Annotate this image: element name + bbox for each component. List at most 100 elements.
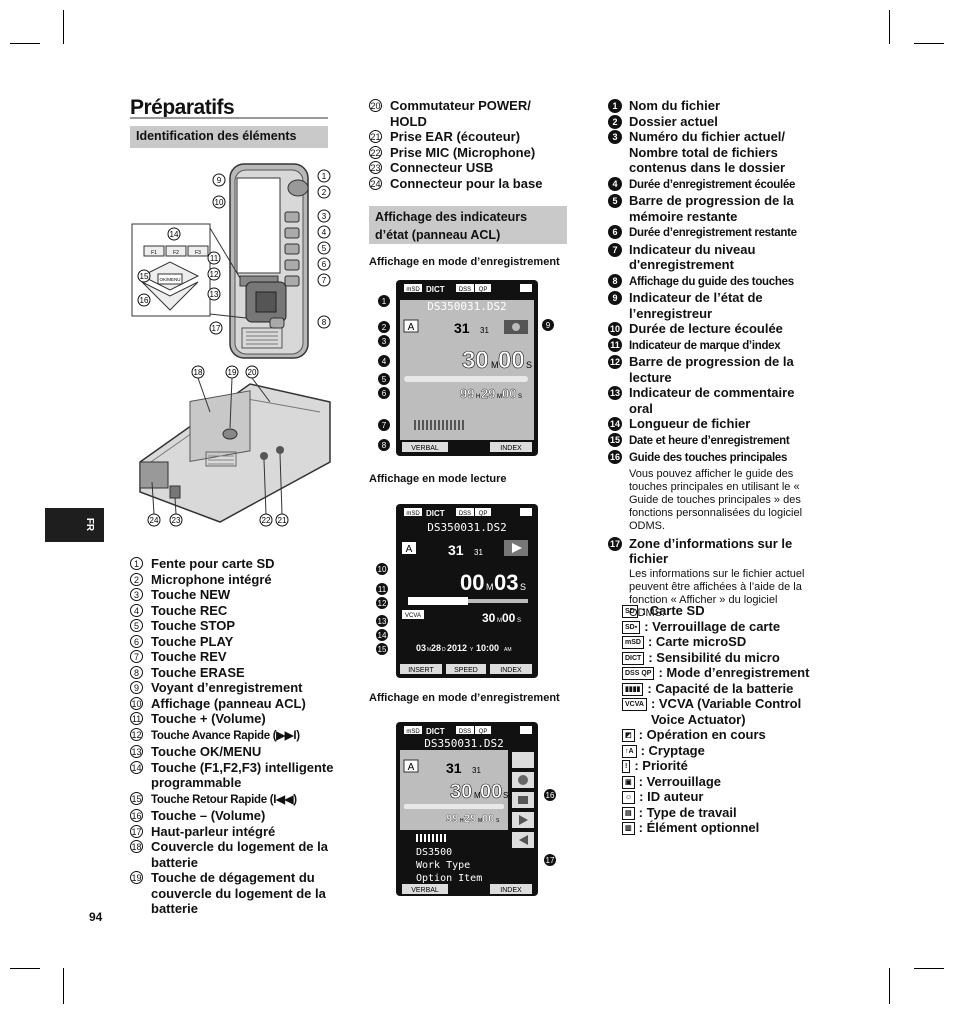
option-item-icon: ▥: [622, 822, 635, 835]
svg-text:DICT: DICT: [426, 509, 445, 518]
erase-button: [269, 317, 285, 329]
svg-text:00: 00: [480, 781, 502, 803]
svg-text:10: 10: [215, 198, 224, 207]
recording-mode-icon: DSS QP: [622, 667, 655, 680]
svg-text:6: 6: [322, 260, 327, 269]
svg-text:INSERT: INSERT: [408, 667, 434, 674]
language-tab: FR: [45, 508, 104, 542]
key-f3: F3: [195, 250, 201, 256]
crop-mark: [889, 968, 890, 1004]
svg-text:M: M: [478, 818, 482, 824]
work-type-icon: ▤: [622, 806, 635, 820]
svg-text:5: 5: [382, 375, 387, 384]
svg-text:1: 1: [322, 172, 327, 181]
svg-text:mSD: mSD: [406, 511, 420, 517]
svg-text:DSS: DSS: [459, 287, 471, 293]
lock-icon: ▣: [622, 775, 635, 789]
lcd-play-mode: mSD DICT DSS QP DS350031.DS2 A 31 31 00 …: [376, 504, 538, 678]
svg-text:30: 30: [482, 611, 496, 625]
svg-text:2012: 2012: [447, 643, 467, 653]
microsd-card-icon: mSD: [622, 636, 644, 649]
svg-text:INDEX: INDEX: [500, 887, 522, 894]
svg-text:INDEX: INDEX: [500, 445, 522, 452]
svg-text:29: 29: [481, 386, 495, 401]
svg-text:M: M: [427, 647, 431, 653]
priority-icon: !: [622, 760, 631, 773]
svg-text:19: 19: [228, 368, 237, 377]
crop-mark: [10, 43, 40, 44]
list-item: ▥: Élément optionnel: [622, 820, 812, 836]
svg-text:29: 29: [464, 813, 476, 825]
page-title: Préparatifs: [130, 96, 235, 119]
list-item: SD▪: Verrouillage de carte: [622, 619, 812, 635]
lcd-caption-record-2: Affichage en mode d’enregistrement: [369, 692, 560, 704]
svg-text:00: 00: [502, 611, 516, 625]
list-item: ☺: ID auteur: [622, 789, 812, 805]
encryption-icon: ↑A: [622, 744, 637, 758]
list-item: ▮▮▮▮: Capacité de la batterie: [622, 681, 812, 697]
svg-text:00: 00: [502, 386, 516, 401]
svg-text:D: D: [442, 647, 446, 653]
svg-text:VERBAL: VERBAL: [411, 445, 439, 452]
svg-text:15: 15: [378, 645, 387, 654]
svg-text:28: 28: [431, 643, 441, 653]
svg-text:2: 2: [322, 188, 327, 197]
mic-sensitivity-icon: DICT: [622, 651, 645, 665]
svg-text:4: 4: [322, 228, 327, 237]
battery-cover-release: [222, 428, 238, 440]
crop-mark: [10, 968, 40, 969]
list-item: mSD: Carte microSD: [622, 634, 812, 650]
svg-text:17: 17: [212, 324, 221, 333]
page-number: 94: [89, 910, 103, 924]
svg-text:1: 1: [382, 297, 387, 306]
key-ok-menu: OK/MENU: [159, 277, 180, 282]
svg-text:DS350031.DS2: DS350031.DS2: [427, 521, 506, 534]
card-lock-icon: SD▪: [622, 620, 641, 634]
svg-text:10: 10: [378, 565, 387, 574]
svg-text:DICT: DICT: [426, 285, 445, 294]
svg-text:A: A: [408, 762, 415, 773]
lcd-record-mode-info: mSD DICT DSS QP DS350031.DS2 A 31 31 30 …: [396, 722, 556, 896]
svg-text:VERBAL: VERBAL: [411, 887, 439, 894]
svg-text:16: 16: [140, 296, 149, 305]
speaker-grille: [241, 327, 283, 349]
svg-text:9: 9: [546, 321, 551, 330]
svg-text:DS350031.DS2: DS350031.DS2: [424, 737, 503, 750]
svg-text:DICT: DICT: [426, 727, 445, 736]
battery-icon: ▮▮▮▮: [622, 682, 644, 696]
crop-mark: [914, 43, 944, 44]
svg-text:11: 11: [210, 254, 219, 263]
svg-text:DSS: DSS: [459, 729, 471, 735]
svg-text:5: 5: [322, 244, 327, 253]
vcva-icon: VCVA: [622, 698, 647, 711]
svg-text:VCVA: VCVA: [405, 613, 421, 619]
svg-text:13: 13: [210, 290, 219, 299]
svg-text:31: 31: [480, 326, 489, 335]
svg-text:Y: Y: [470, 647, 474, 653]
svg-text:M: M: [497, 394, 502, 400]
svg-text:S: S: [518, 394, 522, 400]
lcd-filename: DS350031.DS2: [427, 300, 506, 313]
svg-text:7: 7: [382, 421, 387, 430]
recorder-back-illustration: 18 19 20 24 23 22 21: [139, 365, 331, 527]
svg-text:03: 03: [416, 643, 426, 653]
crop-mark: [889, 10, 890, 44]
svg-text:13: 13: [378, 617, 387, 626]
